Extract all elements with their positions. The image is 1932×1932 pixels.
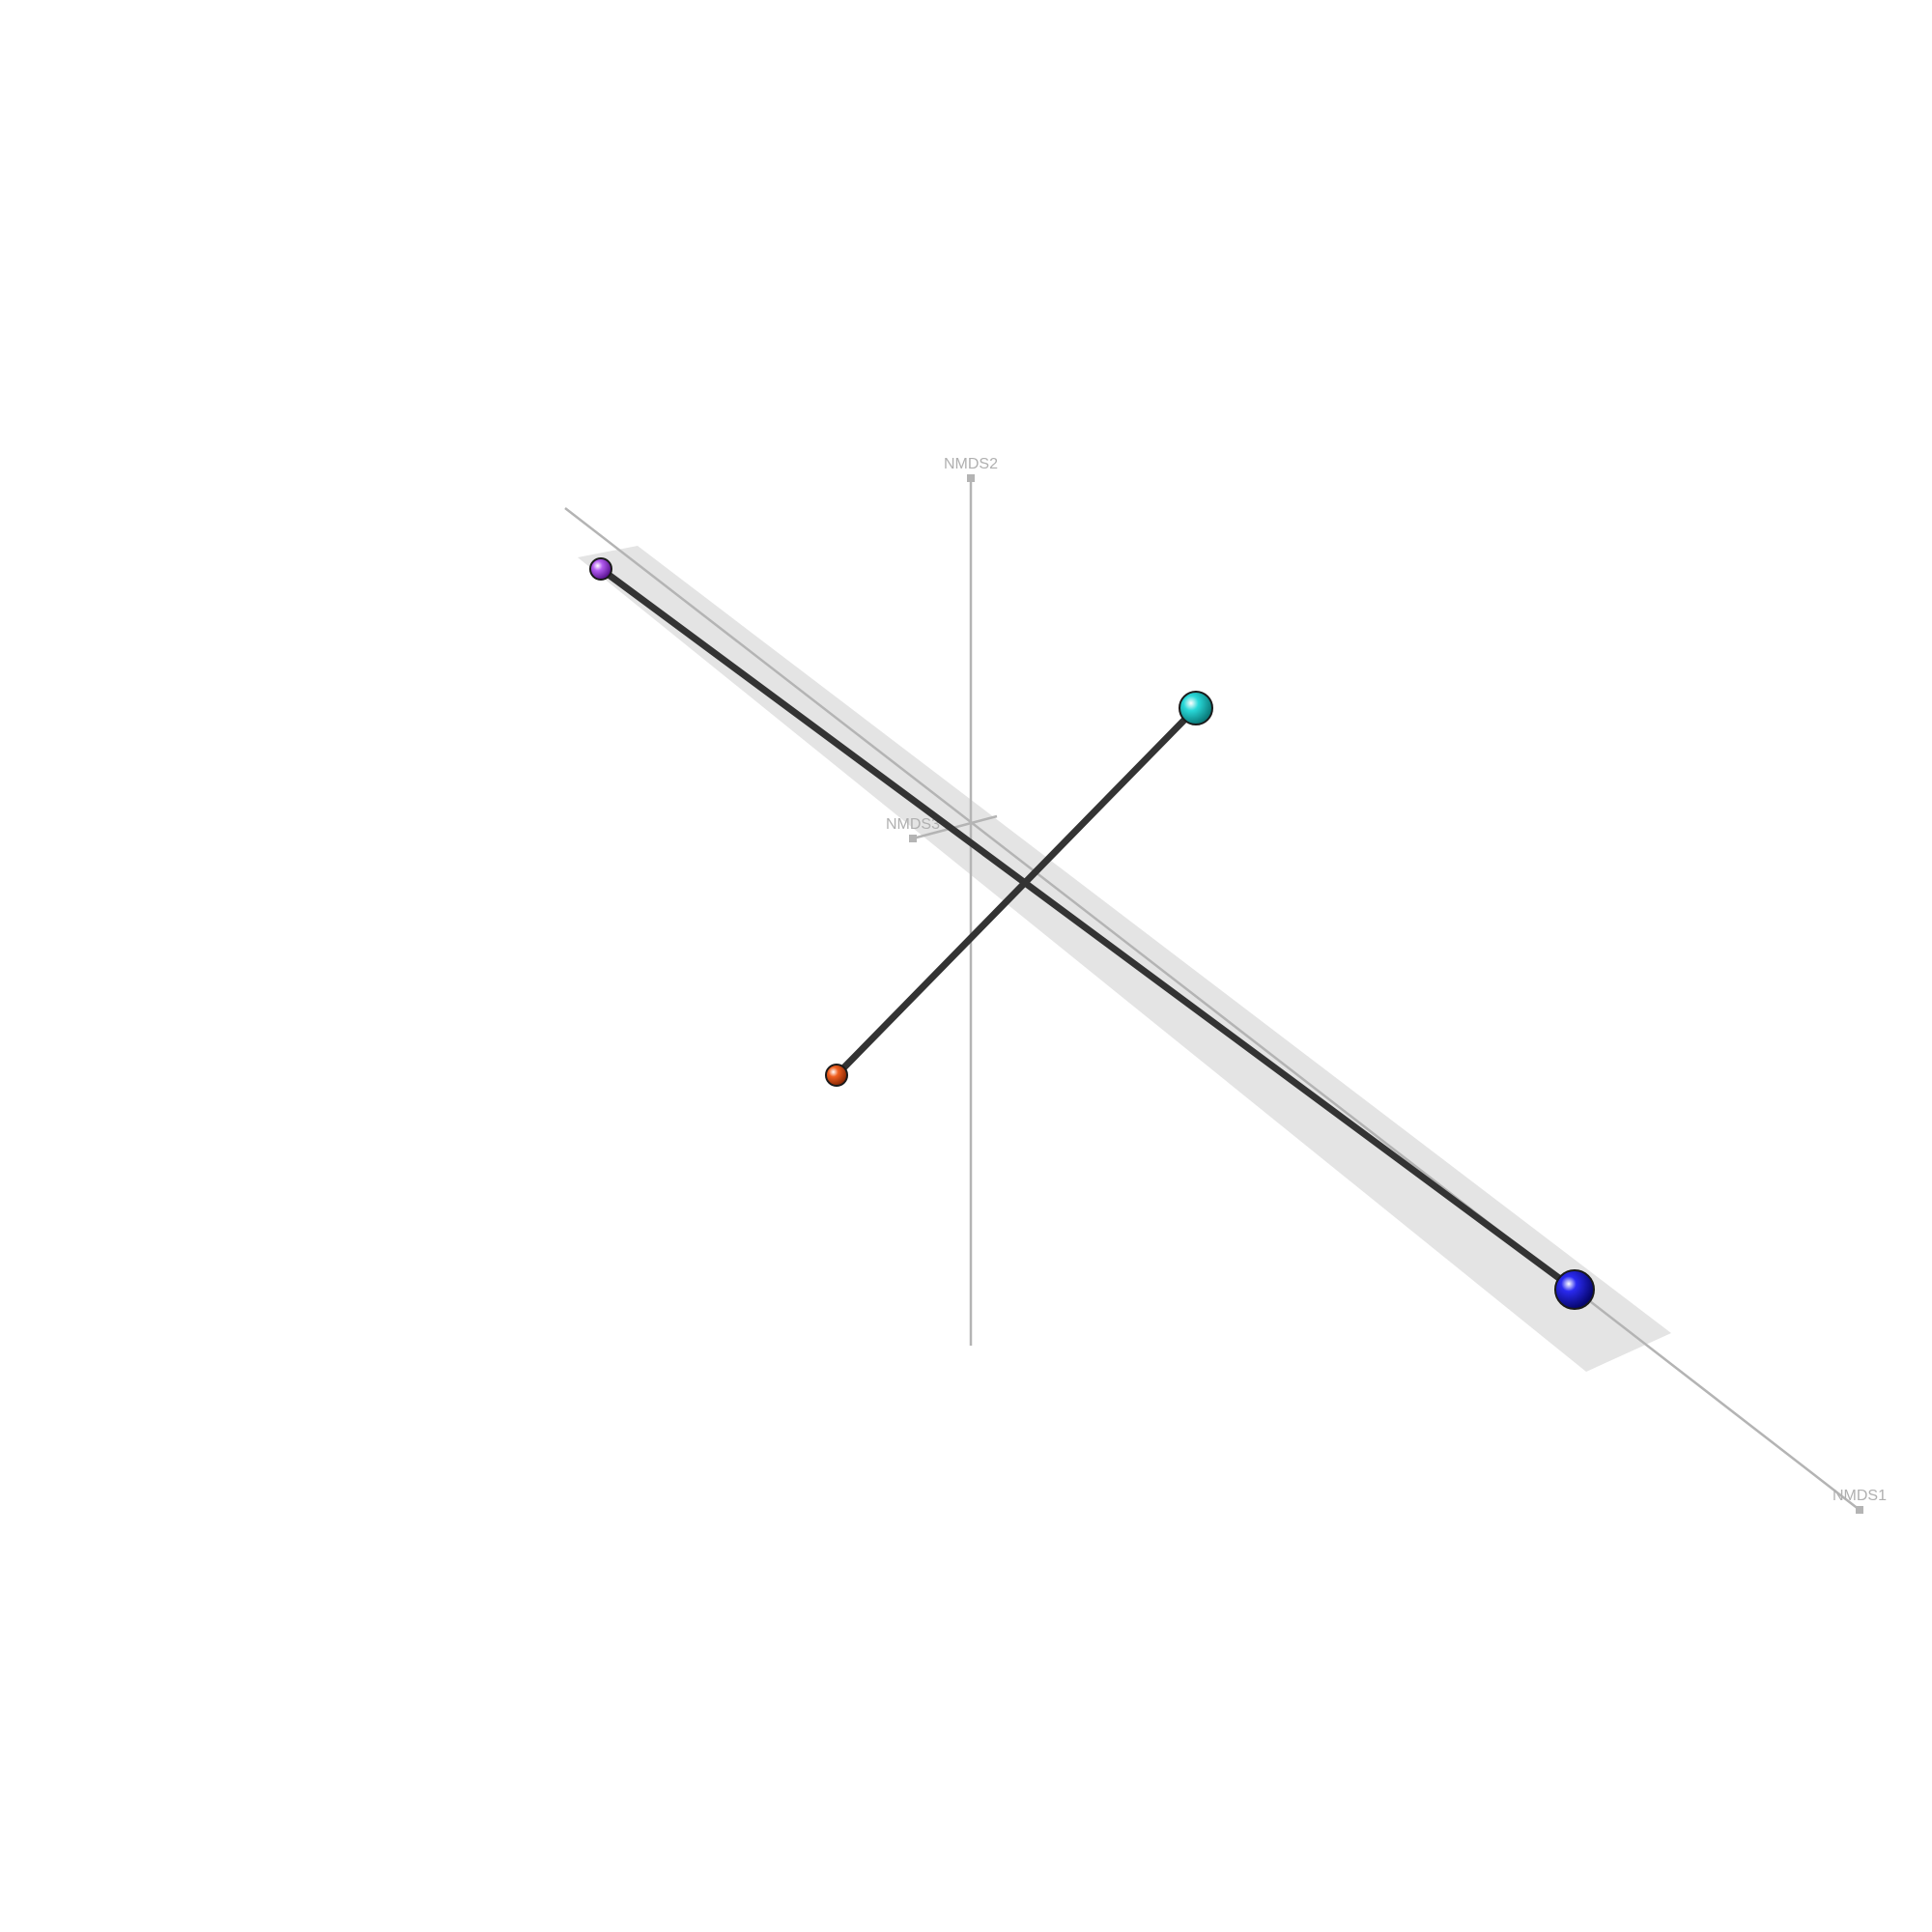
point-orange[interactable] (825, 1064, 848, 1087)
point-purple[interactable] (589, 557, 612, 581)
axis-nmds1 (564, 507, 1861, 1511)
point-blue[interactable] (1554, 1269, 1595, 1310)
axis-end-markers (909, 474, 1863, 1514)
point-cyan[interactable] (1179, 691, 1213, 725)
segment-orange-cyan (833, 704, 1200, 1079)
axis-label-nmds1: NMDS1 (1833, 1488, 1887, 1504)
axis-nmds1-end-marker (1856, 1506, 1863, 1514)
segment-purple-blue (597, 565, 1578, 1293)
points (589, 557, 1595, 1310)
segments (597, 565, 1578, 1293)
axis-nmds2-end-marker (967, 474, 975, 482)
axis-label-nmds2: NMDS2 (944, 456, 998, 472)
axis-nmds3-end-marker (909, 835, 917, 842)
axis-label-nmds3: NMDS3 (886, 816, 940, 833)
